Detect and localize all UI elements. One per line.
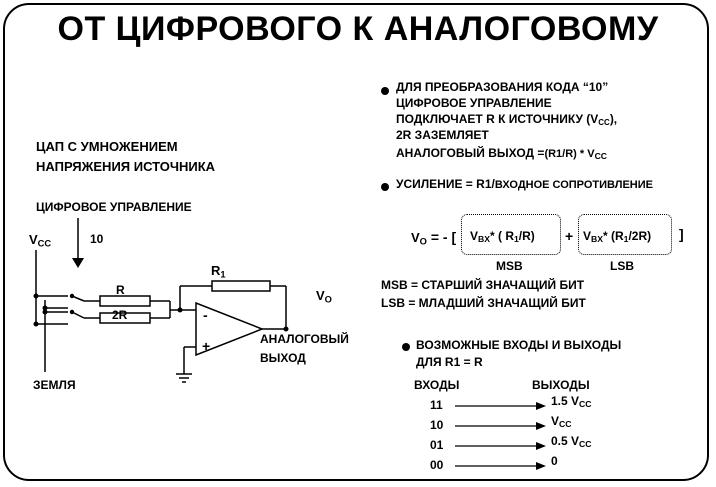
b1-line3: ПОДКЛЮЧАЕТ R К ИСТОЧНИКУ (VCC), [396, 112, 618, 127]
opamp-plus: + [202, 338, 211, 354]
b1-line4: 2R ЗАЗЕМЛЯЕТ [396, 128, 489, 142]
b1-line1: ДЛЯ ПРЕОБРАЗОВАНИЯ КОДА “10” [396, 80, 609, 94]
resistor-r [99, 295, 151, 307]
resistor-2r-label: 2R [112, 308, 128, 322]
slide-title: ОТ ЦИФРОВОГО К АНАЛОГОВОМУ [57, 10, 659, 48]
io-heading-1: ВОЗМОЖНЫЕ ВХОДЫ И ВЫХОДЫ [416, 338, 622, 352]
analog-out-label-1: АНАЛОГОВЫЙ [260, 332, 349, 346]
switch-2r [71, 311, 85, 319]
digital-control-label: ЦИФРОВОЕ УПРАВЛЕНИЕ [36, 200, 192, 214]
io-output-value: VCC [551, 414, 572, 430]
io-input-value: 10 [430, 418, 444, 432]
io-arrow-head [536, 422, 546, 430]
resistor-r1-label: R1 [211, 263, 226, 280]
formula-term-msb: VBX* ( R1/R) [470, 229, 535, 245]
io-output-value: 0.5 VCC [551, 434, 592, 450]
control-arrow-head [72, 258, 84, 268]
vo-label: VO [316, 288, 332, 305]
io-input-value: 01 [430, 438, 444, 452]
bullet-1 [381, 87, 389, 95]
lsb-definition: LSB = МЛАДШИЙ ЗНАЧАЩИЙ БИТ [381, 296, 586, 310]
op-amp [195, 301, 265, 357]
b1-line5: АНАЛОГОВЫЙ ВЫХОД =(R1/R) * VCC [396, 146, 608, 162]
b2-line1: УСИЛЕНИЕ = R1/ВХОДНОЕ СОПРОТИВЛЕНИЕ [396, 177, 653, 191]
resistor-r1 [211, 280, 271, 292]
msb-label: MSB [496, 259, 523, 273]
io-input-value: 11 [430, 398, 443, 412]
resistor-r-label: R [116, 283, 125, 297]
code-label: 10 [90, 232, 104, 246]
io-input-value: 00 [430, 458, 444, 472]
bullet-3 [402, 343, 410, 351]
io-arrow-head [536, 442, 546, 450]
io-heading-2: ДЛЯ R1 = R [416, 355, 483, 369]
inputs-header: ВХОДЫ [414, 378, 460, 392]
msb-term-box [461, 214, 561, 255]
opamp-minus: - [203, 307, 208, 323]
msb-definition: MSB = СТАРШИЙ ЗНАЧАЩИЙ БИТ [381, 278, 585, 292]
vcc-label: VCC [29, 232, 52, 249]
formula-lhs: VO = - [ [411, 229, 457, 247]
ground-label: ЗЕМЛЯ [33, 378, 76, 392]
analog-out-label-2: ВЫХОД [260, 351, 306, 365]
lsb-term-box [578, 214, 672, 255]
io-output-value: 1.5 VCC [551, 394, 592, 410]
b1-line2: ЦИФРОВОЕ УПРАВЛЕНИЕ [396, 96, 552, 110]
formula-close-bracket: ] [679, 226, 684, 242]
bullet-2 [381, 183, 389, 191]
io-arrow-head [536, 462, 546, 470]
io-arrow-head [536, 402, 546, 410]
lsb-label: LSB [610, 259, 634, 273]
formula-term-lsb: VBX* (R1/2R) [583, 229, 652, 245]
circuit-heading-1: ЦАП С УМНОЖЕНИЕМ [36, 139, 178, 154]
formula-plus: + [565, 228, 574, 244]
slide-frame [3, 3, 709, 481]
outputs-header: ВЫХОДЫ [532, 378, 590, 392]
io-arrows [455, 402, 546, 470]
io-output-value: 0 [551, 454, 558, 468]
circuit-heading-2: НАПРЯЖЕНИЯ ИСТОЧНИКА [36, 159, 216, 174]
